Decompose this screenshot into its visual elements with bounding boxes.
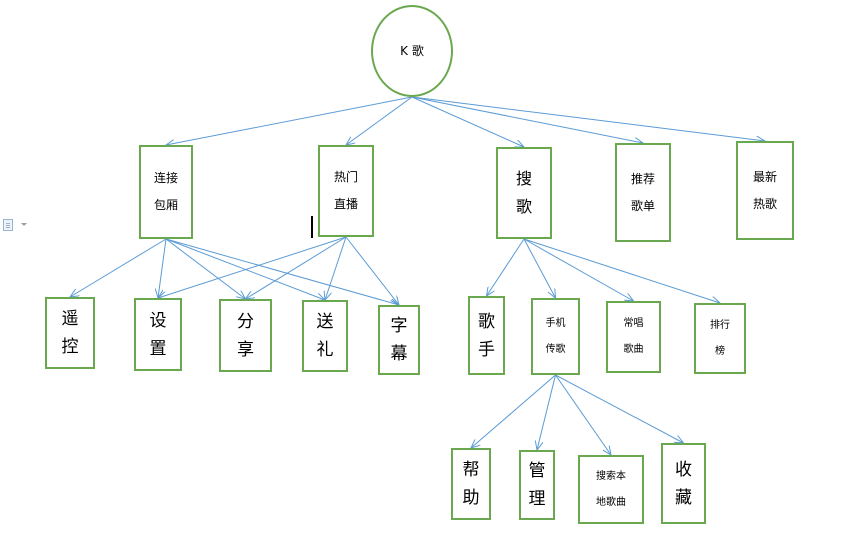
node-shouji: 手机 传歌 (531, 298, 580, 375)
node-tuijian: 推荐 歌单 (615, 143, 671, 242)
edge-remen-zimu (345, 236, 399, 305)
edge-root-zuixin (411, 96, 765, 141)
node-label: 收 藏 (675, 459, 692, 508)
node-label: 遥 控 (61, 309, 79, 357)
node-bangzhu: 帮 助 (451, 448, 491, 520)
node-guanli: 管 理 (519, 450, 555, 520)
edge-sou-geshou (487, 238, 525, 296)
node-label: 帮 助 (462, 460, 480, 508)
node-changchang: 常唱 歌曲 (606, 301, 661, 373)
document-icon (3, 219, 13, 231)
node-zimu: 字 幕 (378, 305, 420, 375)
node-label: 推荐 歌单 (630, 171, 655, 213)
text-cursor (311, 216, 313, 238)
node-label: 手机 传歌 (545, 317, 566, 355)
edge-root-remen (346, 96, 413, 145)
edge-remen-shezhi (158, 236, 347, 298)
node-label: 管 理 (528, 461, 546, 509)
node-root: K 歌 (371, 5, 453, 97)
dropdown-arrow-icon (21, 223, 27, 226)
edge-lianjie-shezhi (158, 238, 167, 298)
edge-remen-fenxiang (246, 236, 347, 299)
edge-lianjie-yaokong (70, 238, 167, 297)
node-label: 常唱 歌曲 (623, 318, 644, 355)
node-shoucang: 收 藏 (661, 443, 706, 524)
edge-shouji-bangzhu (471, 374, 556, 448)
node-label: 搜 歌 (515, 169, 532, 216)
edge-shouji-guanli (537, 374, 556, 450)
node-yaokong: 遥 控 (45, 297, 95, 369)
edge-lianjie-fenxiang (165, 238, 246, 299)
node-zuixin: 最新 热歌 (736, 141, 794, 240)
edge-root-lianjie (166, 96, 413, 145)
edge-sou-shouji (523, 238, 556, 298)
node-label: 送 礼 (316, 312, 334, 360)
node-remen: 热门 直播 (318, 145, 374, 237)
node-songli: 送 礼 (302, 300, 348, 372)
edge-shouji-shoucang (555, 374, 684, 443)
node-label: 设 置 (149, 310, 167, 359)
node-label: 最新 热歌 (752, 169, 777, 211)
node-sou: 搜 歌 (496, 147, 552, 239)
edge-root-sou (411, 96, 524, 147)
node-paihang: 排行 榜 (694, 303, 746, 374)
node-label: K 歌 (400, 43, 424, 58)
node-shezhi: 设 置 (134, 298, 182, 371)
edge-root-tuijian (411, 96, 643, 143)
edge-shouji-sousuo (555, 374, 612, 455)
node-sousuo: 搜索本 地歌曲 (578, 455, 644, 524)
node-lianjie: 连接 包厢 (139, 145, 193, 239)
node-label: 排行 榜 (710, 319, 730, 357)
node-label: 连接 包厢 (153, 171, 178, 212)
node-label: 歌 手 (478, 311, 495, 360)
node-label: 分 享 (237, 311, 254, 360)
node-fenxiang: 分 享 (219, 299, 272, 372)
edge-sou-paihang (523, 238, 720, 303)
node-label: 热门 直播 (333, 170, 358, 211)
edge-remen-songli (325, 236, 347, 300)
node-geshou: 歌 手 (468, 296, 505, 375)
node-label: 字 幕 (390, 316, 408, 364)
edge-sou-changchang (523, 238, 634, 301)
edge-lianjie-zimu (165, 238, 399, 305)
node-label: 搜索本 地歌曲 (596, 470, 626, 508)
